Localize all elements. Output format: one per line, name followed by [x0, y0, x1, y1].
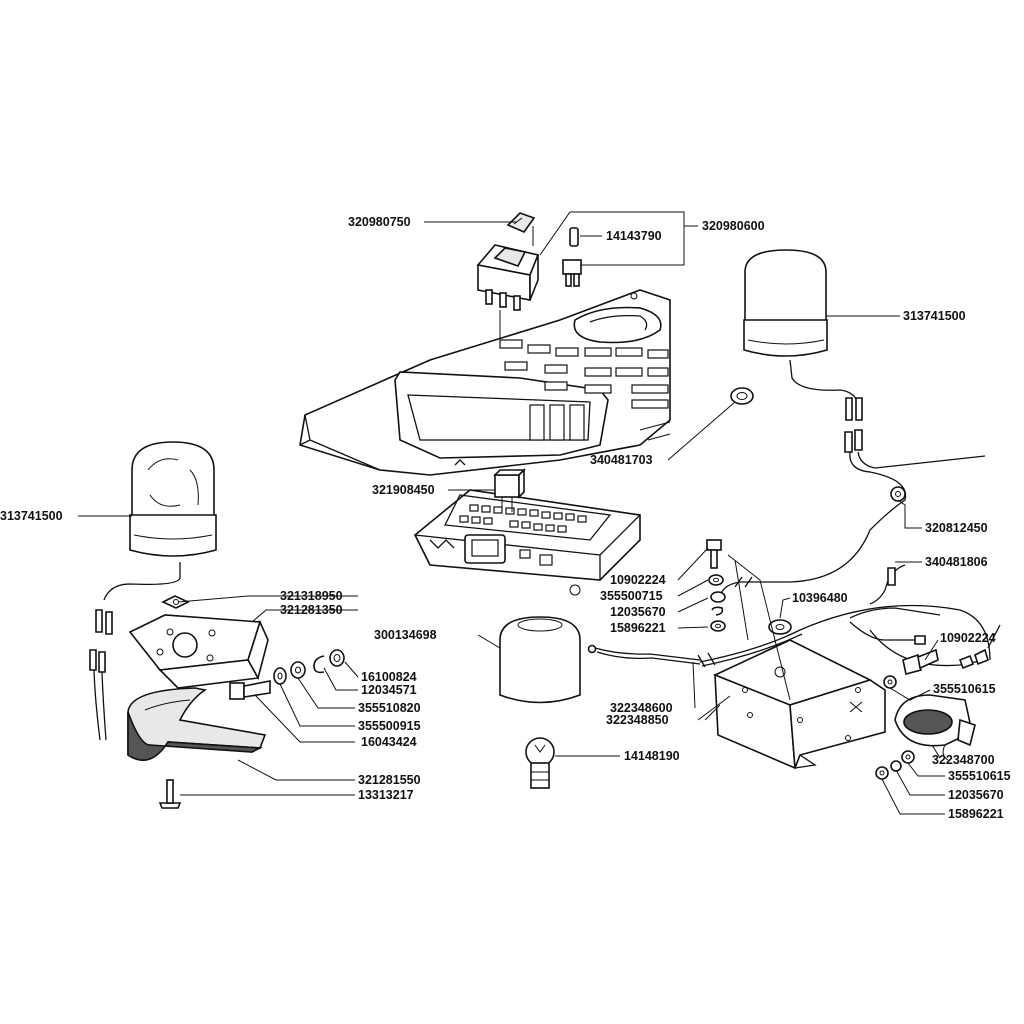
gasket-left: [127, 687, 267, 762]
dashboard-vent-slots: [499, 339, 669, 409]
label-12035670-center: 12035670: [610, 605, 666, 619]
label-15896221-center: 15896221: [610, 621, 666, 635]
label-321281350: 321281350: [280, 603, 343, 617]
label-321908450: 321908450: [372, 483, 435, 497]
label-16043424: 16043424: [361, 735, 417, 749]
label-320980600: 320980600: [702, 219, 765, 233]
label-320812450: 320812450: [925, 521, 988, 535]
washers-left: [273, 649, 345, 685]
horn: [894, 694, 976, 761]
horn-bracket: [712, 639, 886, 770]
label-321318950: 321318950: [280, 589, 343, 603]
label-355500915: 355500915: [358, 719, 421, 733]
label-355510615-bottom: 355510615: [948, 769, 1011, 783]
label-14143790: 14143790: [606, 229, 662, 243]
callout-labels: 320980750 14143790 320980600 313741500 3…: [0, 215, 1011, 821]
label-10396480: 10396480: [792, 591, 848, 605]
label-320980750: 320980750: [348, 215, 411, 229]
beacon-right: [743, 249, 863, 421]
washers-bottom-right: [875, 750, 915, 780]
bolt-right: [902, 648, 939, 675]
bolt-stack-center: [706, 539, 726, 632]
label-300134698: 300134698: [374, 628, 437, 642]
grommet-top: [730, 387, 754, 405]
cable-connector-top: [869, 564, 906, 605]
label-355510820: 355510820: [358, 701, 421, 715]
cable-right-beacon: [719, 429, 986, 601]
label-322348600: 322348600: [610, 701, 673, 715]
relay: [493, 468, 526, 512]
dashboard-panel: [299, 289, 671, 476]
switch-lens: [506, 212, 536, 233]
cable-center: [587, 604, 991, 668]
label-13313217: 13313217: [358, 788, 414, 802]
label-340481806: 340481806: [925, 555, 988, 569]
switch-bulb: [569, 227, 579, 247]
relay-box-slots: [459, 504, 587, 533]
bolt-left: [229, 680, 271, 700]
grommet-center: [768, 619, 792, 635]
beacon-dome-center: [499, 616, 581, 704]
bulb: [525, 737, 555, 789]
rocker-switch: [476, 244, 540, 338]
clip-nut-left: [161, 595, 190, 609]
fuse-relay-box: [413, 489, 641, 596]
mounting-plate-left: [128, 614, 269, 689]
label-355500715: 355500715: [600, 589, 663, 603]
label-322348700: 322348700: [932, 753, 995, 767]
cable-branch: [849, 607, 1001, 670]
label-12034571: 12034571: [361, 683, 417, 697]
label-313741500-left: 313741500: [0, 509, 63, 523]
ground-eyelet: [890, 486, 906, 502]
label-12035670-right: 12035670: [948, 788, 1004, 802]
label-10902224-right: 10902224: [940, 631, 996, 645]
beacon-left: [89, 441, 217, 741]
washer-right: [883, 675, 897, 689]
label-10902224-center: 10902224: [610, 573, 666, 587]
label-15896221-right: 15896221: [948, 807, 1004, 821]
label-313741500-right: 313741500: [903, 309, 966, 323]
label-322348850: 322348850: [606, 713, 669, 727]
label-14148190: 14148190: [624, 749, 680, 763]
screw-bottom-left: [158, 779, 182, 809]
label-355510615-top: 355510615: [933, 682, 996, 696]
label-340481703: 340481703: [590, 453, 653, 467]
label-16100824: 16100824: [361, 670, 417, 684]
switch-bulb-holder: [562, 259, 582, 287]
label-321281550: 321281550: [358, 773, 421, 787]
leader-lines: [78, 211, 945, 815]
